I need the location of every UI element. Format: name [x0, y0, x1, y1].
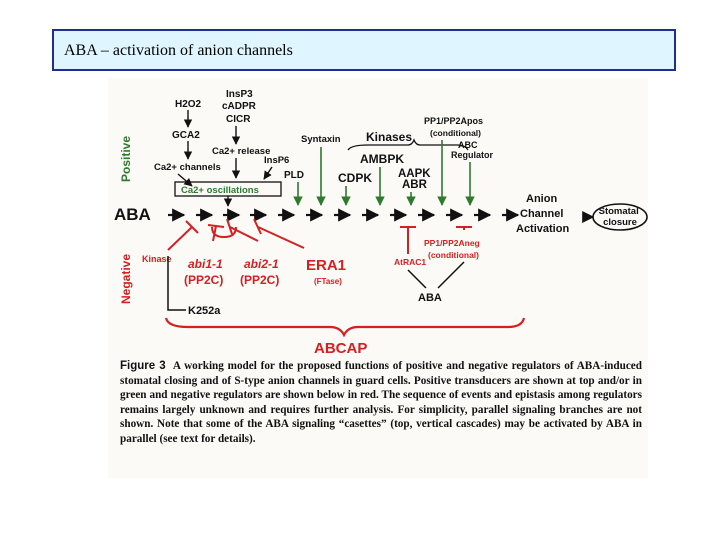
abi1-label: abi1-1: [188, 257, 223, 271]
h2o2-label: H2O2: [175, 99, 202, 110]
insp3-label: InsP3: [226, 89, 253, 100]
cadpr-label: cADPR: [222, 101, 257, 112]
h2o2-arrows: [177, 110, 193, 187]
slide-title: ABA – activation of anion channels: [64, 42, 293, 59]
pp1-pp2a-neg-label: PP1/PP2Aneg: [424, 238, 480, 248]
abcap-bracket: [164, 317, 526, 338]
atrac1-label: AtRAC1: [394, 257, 426, 267]
figure-label: Figure 3: [120, 360, 166, 372]
ca-oscillations-label: Ca2+ oscillations: [181, 185, 259, 196]
k252a-label: K252a: [188, 305, 221, 317]
slide-title-box: ABA – activation of anion channels: [52, 29, 676, 71]
abc-regulator-sub-label: Regulator: [451, 150, 494, 160]
abcap-label: ABCAP: [314, 340, 367, 357]
kinase-arrows: [341, 167, 416, 206]
aba-feedback-label: ABA: [418, 292, 442, 304]
kinases-bracket: [347, 138, 469, 151]
pp1-pp2a-pos-note: (conditional): [430, 128, 481, 138]
ca-channels-label: Ca2+ channels: [154, 162, 221, 173]
figure-caption: Figure 3 A working model for the propose…: [120, 359, 642, 447]
abc-regulator-label: ABC: [458, 140, 478, 150]
cicr-label: CICR: [226, 114, 251, 125]
aba-start-label: ABA: [114, 205, 151, 224]
negative-inhibition-lines: [167, 218, 472, 254]
stomatal-closure-oval: [592, 203, 648, 231]
pp2c-1-label: (PP2C): [184, 273, 223, 287]
pld-label: PLD: [284, 170, 304, 181]
ftase-label: (FTase): [314, 277, 342, 286]
k252a-inhibition-line: [167, 270, 186, 311]
kinases-label: Kinases: [366, 130, 412, 144]
pp2c-hook: [211, 226, 237, 239]
negative-side-label: Negative: [119, 254, 133, 304]
aapk-label: AAPK: [398, 168, 431, 180]
pp1-pp2a-pos-label: PP1/PP2Apos: [424, 116, 483, 126]
syntaxin-label: Syntaxin: [301, 134, 341, 145]
stomatal-closure-label: Stomatal closure: [599, 206, 642, 228]
ambpk-label: AMBPK: [360, 152, 404, 166]
kinase-neg-label: Kinase: [142, 254, 172, 264]
cdpk-label: CDPK: [338, 171, 372, 185]
positive-side-label: Positive: [119, 136, 133, 182]
insp6-label: InsP6: [264, 155, 289, 166]
signaling-diagram: Positive Negative ABA Anion Channel Acti…: [114, 89, 648, 357]
ca-release-label: Ca2+ release: [212, 146, 270, 157]
insp3-arrows: [231, 126, 273, 180]
gca2-label: GCA2: [172, 130, 200, 141]
era1-label: ERA1: [306, 257, 346, 274]
figure-panel: Positive Negative ABA Anion Channel Acti…: [108, 78, 648, 478]
aba-feedback-lines: [407, 261, 465, 289]
pp1-pp2a-neg-note: (conditional): [428, 250, 479, 260]
figure-caption-text: A working model for the proposed functio…: [120, 360, 642, 445]
abi2-label: abi2-1: [244, 257, 279, 271]
abr-label: ABR: [402, 179, 428, 191]
pp2c-2-label: (PP2C): [240, 273, 279, 287]
anion-channel-activation-label: Anion Channel Activation: [516, 193, 569, 235]
